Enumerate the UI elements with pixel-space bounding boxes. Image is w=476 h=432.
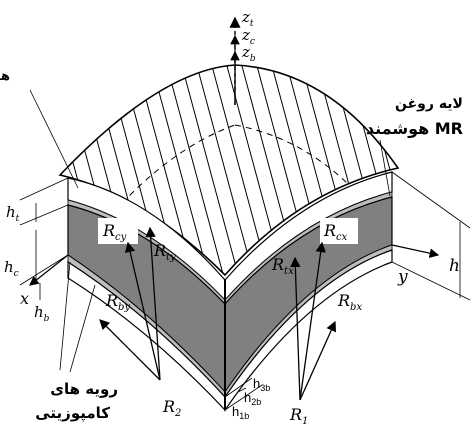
- right-face-layers: [224, 171, 393, 412]
- r1-label: R1: [289, 405, 308, 427]
- left-thickness-dimensions: ht hc hb: [4, 177, 69, 324]
- core-label: هسته انعطاف پذیر: [0, 69, 10, 84]
- hb-label: hb: [34, 303, 50, 324]
- hatch-line: [415, 40, 476, 300]
- x-axis: x: [20, 254, 69, 308]
- mr-label-line1: لایه روغن: [395, 96, 463, 112]
- core-annotation: هسته انعطاف پذیر: [0, 69, 79, 189]
- r2-arrows: R2: [99, 226, 181, 419]
- hc-label: hc: [4, 258, 19, 279]
- right-total-thickness: h: [391, 171, 471, 301]
- ht-label: ht: [6, 203, 20, 224]
- rcx-box: [320, 218, 358, 244]
- zb-label: zb: [241, 43, 256, 64]
- rcy-box: [98, 218, 138, 244]
- skins-label-line2: کامپوزیتی: [35, 404, 110, 423]
- rtx-label: Rtx: [271, 255, 294, 277]
- r2-label: R2: [162, 397, 181, 419]
- z-axis: zt zc zb: [229, 8, 256, 105]
- skins-label-line1: رویه های: [50, 380, 118, 398]
- rby-label: Rby: [105, 291, 130, 313]
- r1-arrows: R1: [289, 241, 337, 427]
- h-label: h: [449, 256, 460, 276]
- bottom-layer-dimensions: h3b h2b h1b: [224, 376, 270, 421]
- x-axis-label: x: [20, 289, 29, 308]
- h3b-label: h3b: [253, 376, 270, 393]
- core-radius-labels: Rcy Rcx Rty Rtx Rby Rbx: [98, 218, 362, 313]
- rbx-label: Rbx: [337, 291, 362, 313]
- h1b-label: h1b: [232, 404, 249, 421]
- h2b-label: h2b: [244, 390, 261, 407]
- rcy-label: Rcy: [102, 221, 127, 243]
- hatch-line: [384, 65, 398, 275]
- skins-annotation: رویه های کامپوزیتی: [35, 261, 118, 423]
- mr-annotation: لایه روغن هوشمند MR: [366, 96, 463, 197]
- rty-label: Rty: [153, 241, 176, 263]
- zt-label: zt: [241, 8, 254, 29]
- hatch-line: [174, 65, 246, 275]
- mr-label-line2: هوشمند MR: [366, 119, 463, 138]
- y-axis-label: y: [397, 267, 408, 287]
- rcx-label: Rcx: [323, 221, 348, 243]
- y-axis: y: [391, 244, 440, 287]
- zc-label: zc: [241, 26, 255, 47]
